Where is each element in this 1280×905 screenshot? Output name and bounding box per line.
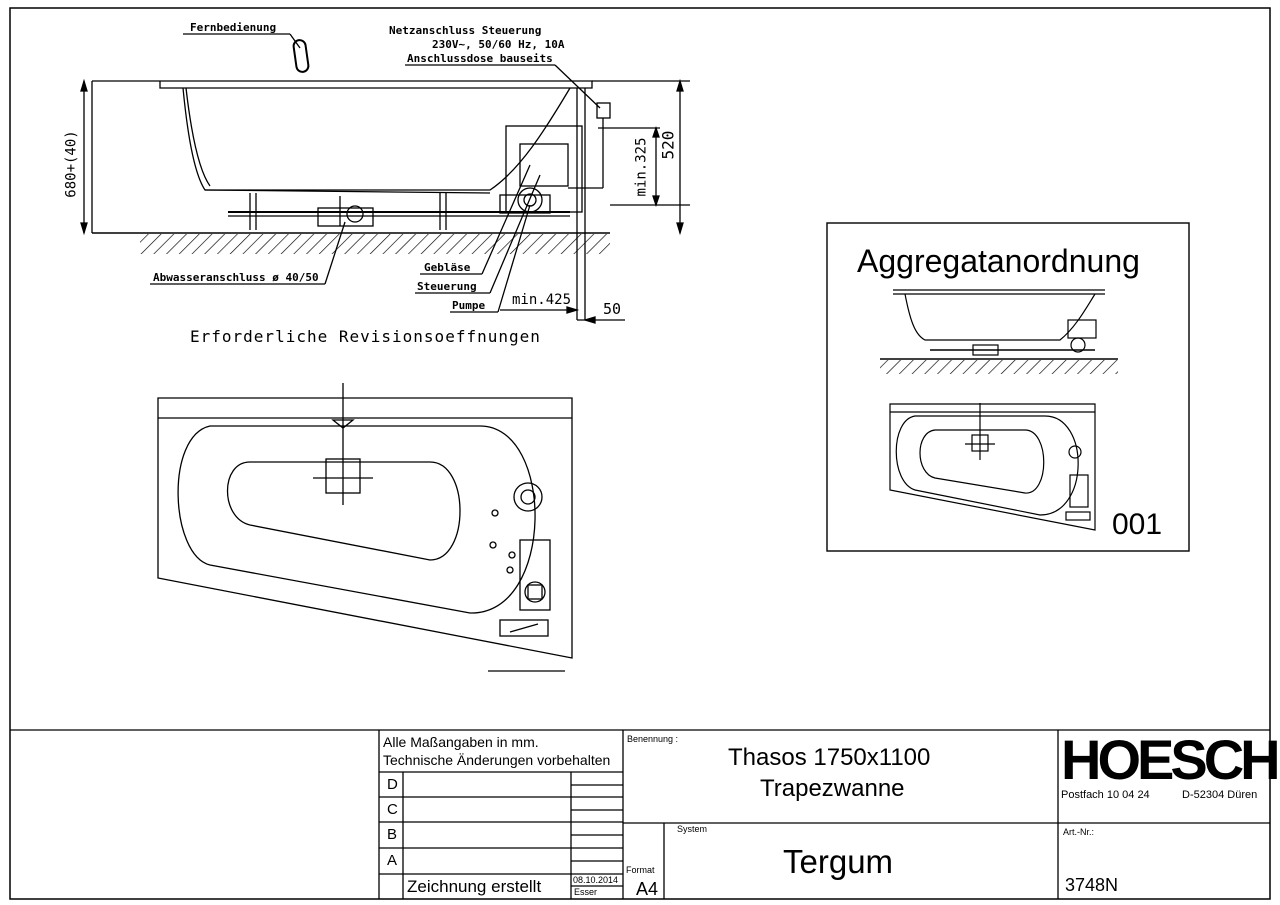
product-name-2: Trapezwanne (760, 775, 905, 802)
inset-title: Aggregatanordnung (857, 243, 1140, 279)
label-blower: Gebläse (424, 261, 471, 274)
art-no-value: 3748N (1065, 875, 1119, 895)
brand-logo: HOESCH (1061, 728, 1280, 791)
title-block-lines (10, 729, 1270, 899)
rev-letter-a: A (387, 852, 398, 869)
label-power-2: 230V~, 50/60 Hz, 10A (432, 38, 565, 51)
label-power-3: Anschlussdose bauseits (407, 52, 553, 65)
dim-height: 680+(40) (63, 130, 80, 198)
label-power-1: Netzanschluss Steuerung (389, 24, 542, 37)
top-view (157, 383, 573, 672)
system-value: Tergum (783, 843, 894, 880)
dim-min425: min.425 (512, 292, 572, 308)
note-dimensions: Alle Maßangaben in mm. (383, 734, 539, 750)
side-view (80, 33, 690, 324)
system-label: System (677, 824, 708, 834)
rev-letter-d: D (387, 776, 398, 793)
note-changes: Technische Änderungen vorbehalten (383, 752, 611, 768)
label-drain: Abwasseranschluss ø 40/50 (153, 271, 319, 284)
address-po-box: Postfach 10 04 24 (1061, 789, 1150, 801)
format-value: A4 (636, 879, 659, 899)
product-name-1: Thasos 1750x1100 (728, 744, 931, 771)
label-remote: Fernbedienung (190, 21, 277, 34)
revision-title: Erforderliche Revisionsoeffnungen (190, 327, 541, 346)
inset-diagram (826, 222, 1190, 552)
label-pump: Pumpe (452, 299, 486, 312)
created-label: Zeichnung erstellt (407, 877, 542, 896)
dim-520: 520 (658, 130, 678, 160)
format-label: Format (626, 865, 655, 875)
created-date: 08.10.2014 (573, 875, 619, 885)
benennung-label: Benennung : (627, 734, 679, 744)
floor-hatch (140, 234, 610, 254)
rev-letter-c: C (387, 801, 398, 818)
inset-number: 001 (1112, 508, 1163, 541)
dim-min325: min.325 (633, 137, 650, 197)
created-by: Esser (574, 887, 598, 897)
drawing-frame (9, 7, 1271, 900)
label-control: Steuerung (417, 280, 477, 293)
dim-50: 50 (603, 300, 622, 318)
art-no-label: Art.-Nr.: (1063, 827, 1094, 837)
address-city: D-52304 Düren (1182, 789, 1258, 801)
rev-letter-b: B (387, 826, 398, 843)
